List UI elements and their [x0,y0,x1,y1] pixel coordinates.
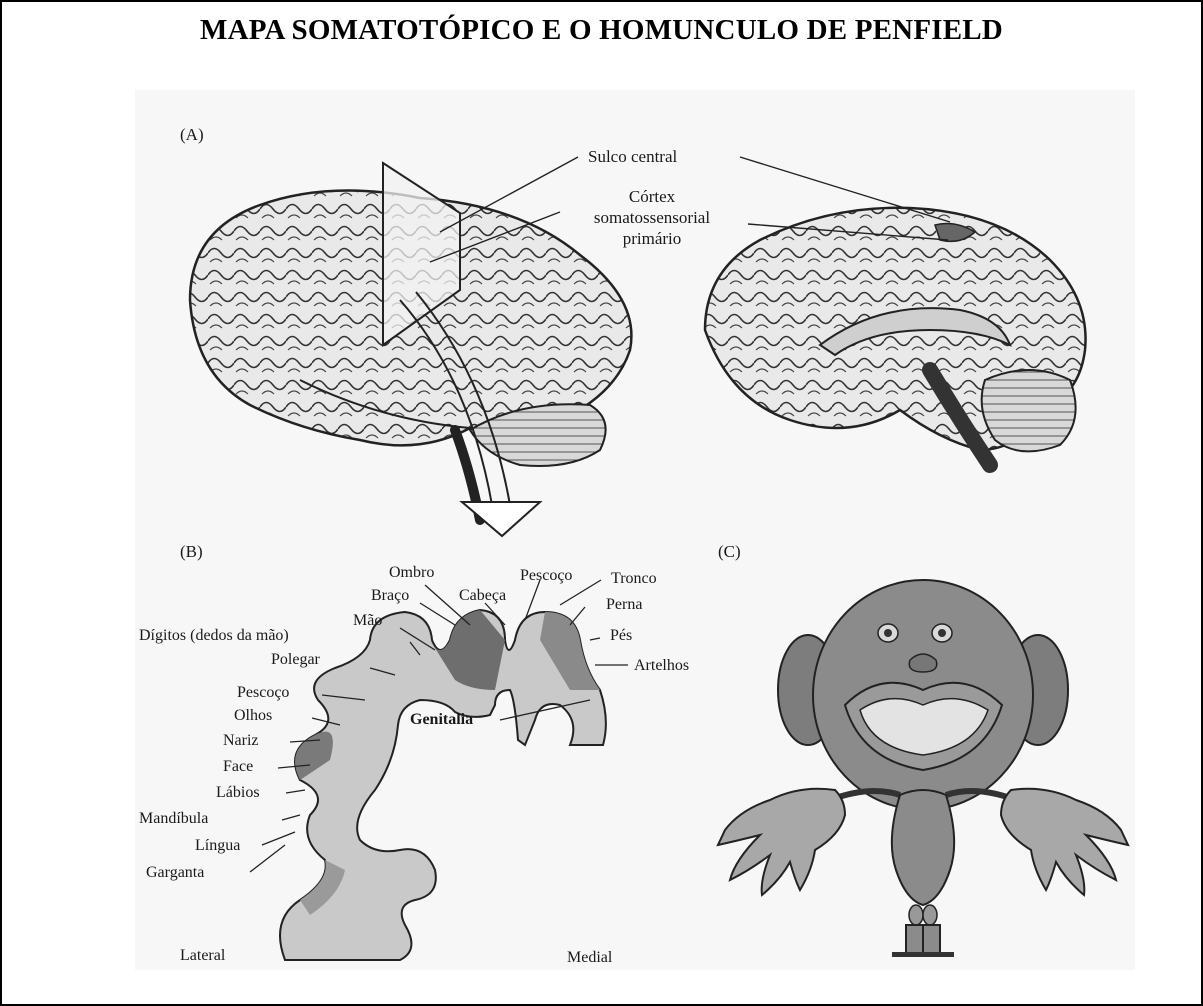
label-mandibula: Mandíbula [139,810,208,827]
label-pescoco: Pescoço [237,684,289,701]
label-olhos: Olhos [234,707,272,724]
medial-brain [705,208,1086,465]
label-cortex-line3: primário [623,229,682,248]
label-cortex-line1: Córtex [629,187,676,206]
label-polegar: Polegar [271,651,321,668]
cortex-section [280,610,606,960]
panel-c-label: (C) [718,542,741,561]
label-pescoco-top: Pescoço [520,567,572,584]
label-lateral: Lateral [180,947,226,964]
label-artelhos: Artelhos [634,657,689,674]
label-genitalia: Genitalia [410,711,473,728]
panel-b-label: (B) [180,542,203,561]
label-medial: Medial [567,949,613,966]
label-pes: Pés [610,627,632,644]
label-braco: Braço [371,587,409,604]
label-labios: Lábios [216,784,260,801]
label-nariz: Nariz [223,732,259,749]
label-digitos: Dígitos (dedos da mão) [139,627,289,644]
label-ombro: Ombro [389,564,434,581]
label-lingua: Língua [195,837,240,854]
label-cabeca: Cabeça [459,587,506,604]
label-face: Face [223,758,253,775]
homunculus-figure [718,580,1128,957]
label-perna: Perna [606,596,642,613]
label-tronco: Tronco [611,570,657,587]
label-sulco-central: Sulco central [588,147,677,166]
label-mao: Mão [353,612,382,629]
panel-a-label: (A) [180,125,204,144]
label-cortex-line2: somatossensorial [594,208,710,227]
label-garganta: Garganta [146,864,204,881]
